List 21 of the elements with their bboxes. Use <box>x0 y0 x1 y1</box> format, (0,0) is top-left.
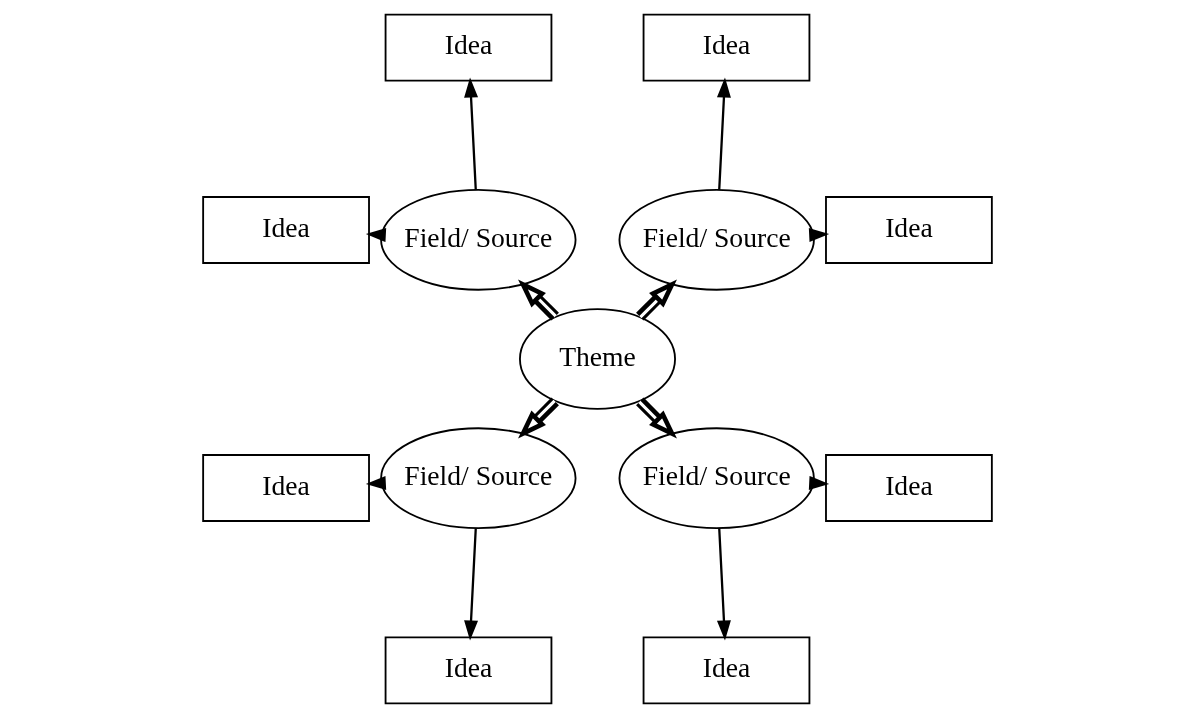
arrow <box>716 528 731 641</box>
arrow <box>517 279 559 321</box>
arrow <box>463 77 478 190</box>
node-box: Idea <box>384 13 552 82</box>
arrow <box>808 228 829 243</box>
node-box: Idea <box>824 454 993 522</box>
arrow <box>808 475 829 490</box>
arrow <box>365 475 386 490</box>
node-box: Idea <box>642 13 810 82</box>
arrow <box>635 397 677 439</box>
arrow <box>635 279 677 321</box>
arrow <box>517 397 559 439</box>
node-box: Idea <box>384 636 552 705</box>
node-box: Idea <box>824 196 993 264</box>
arrow <box>365 228 386 243</box>
node-ellipse: Theme <box>518 308 676 410</box>
arrow <box>463 528 478 641</box>
node-box: Idea <box>201 454 370 522</box>
node-box: Idea <box>201 196 370 264</box>
arrow <box>716 77 731 190</box>
node-box: Idea <box>642 636 810 705</box>
